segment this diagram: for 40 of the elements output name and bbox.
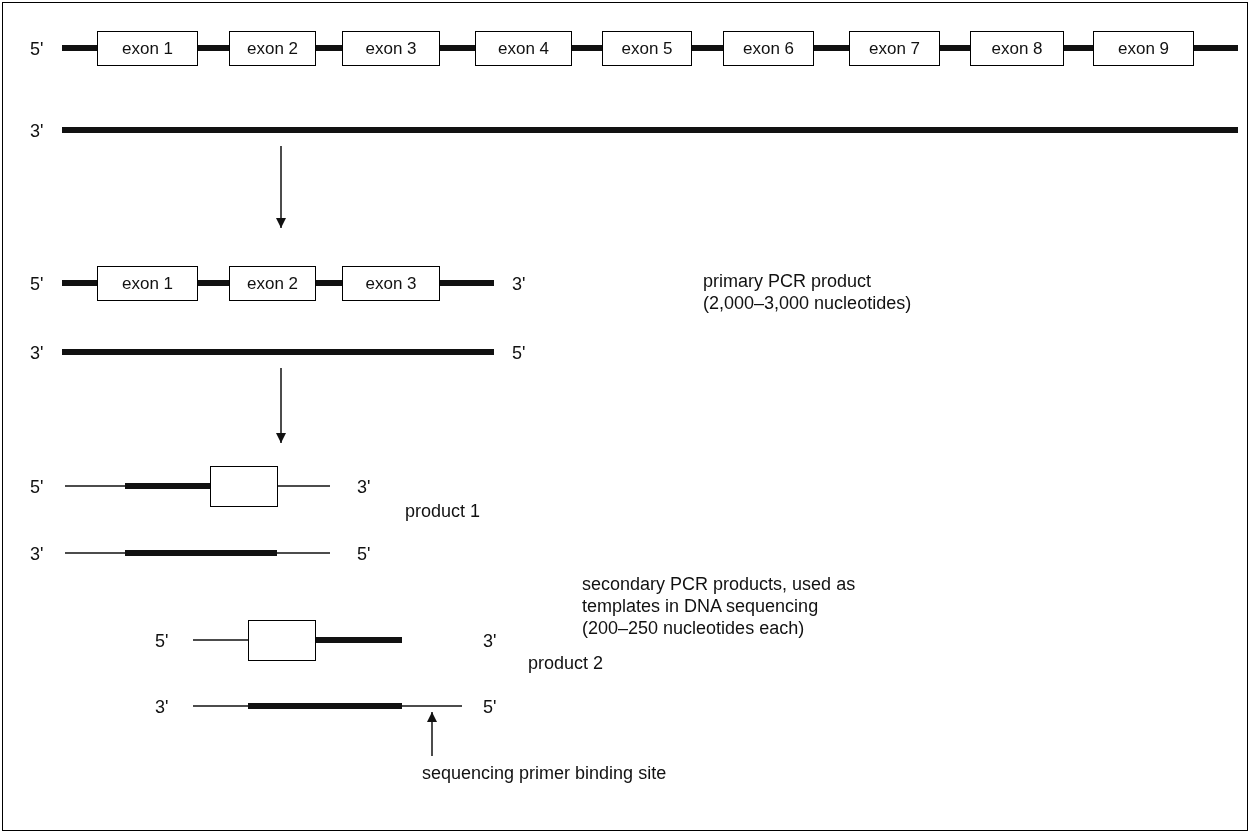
exon-box: exon 9 [1093, 31, 1194, 66]
exon-box [248, 620, 316, 661]
strand-end-label: 5' [30, 38, 44, 60]
strand-end-label: 5' [155, 630, 169, 652]
strand-end-label: 3' [30, 342, 44, 364]
exon-box: exon 6 [723, 31, 814, 66]
arrow [276, 367, 286, 444]
strand-end-label: 3' [30, 543, 44, 565]
exon-box: exon 2 [229, 266, 316, 301]
strand-end-label: 5' [512, 342, 526, 364]
primer-binding-site [402, 702, 463, 710]
dna-duplex [62, 465, 332, 558]
strand-end-label: 3' [155, 696, 169, 718]
exon-box: exon 5 [602, 31, 692, 66]
exon-box: exon 1 [97, 31, 198, 66]
exon-box [210, 466, 278, 507]
annotation-text: product 2 [528, 652, 605, 674]
strand-end-label: 3' [483, 630, 497, 652]
strand-end-label: 3' [30, 120, 44, 142]
arrow [427, 711, 437, 757]
exon-box: exon 1 [97, 266, 198, 301]
strand-end-label: 3' [357, 476, 371, 498]
strand-end-label: 5' [30, 476, 44, 498]
arrow [276, 145, 286, 229]
exon-box: exon 8 [970, 31, 1064, 66]
exon-box: exon 3 [342, 31, 440, 66]
annotation-text: secondary PCR products, used as templates in DNA sequencing (200–250 nucleotides each) [582, 573, 857, 639]
strand-end-label: 5' [30, 273, 44, 295]
exon-box: exon 2 [229, 31, 316, 66]
strand-end-label: 5' [357, 543, 371, 565]
annotation-text: primary PCR product (2,000–3,000 nucleotides) [703, 270, 913, 314]
dna-duplex [192, 619, 464, 711]
strand-end-label: 3' [512, 273, 526, 295]
annotation-text: product 1 [405, 500, 482, 522]
annotation-text: sequencing primer binding site [422, 762, 702, 786]
strand-end-label: 5' [483, 696, 497, 718]
exon-box: exon 4 [475, 31, 572, 66]
exon-box: exon 3 [342, 266, 440, 301]
exon-box: exon 7 [849, 31, 940, 66]
dna-duplex [62, 28, 1240, 136]
